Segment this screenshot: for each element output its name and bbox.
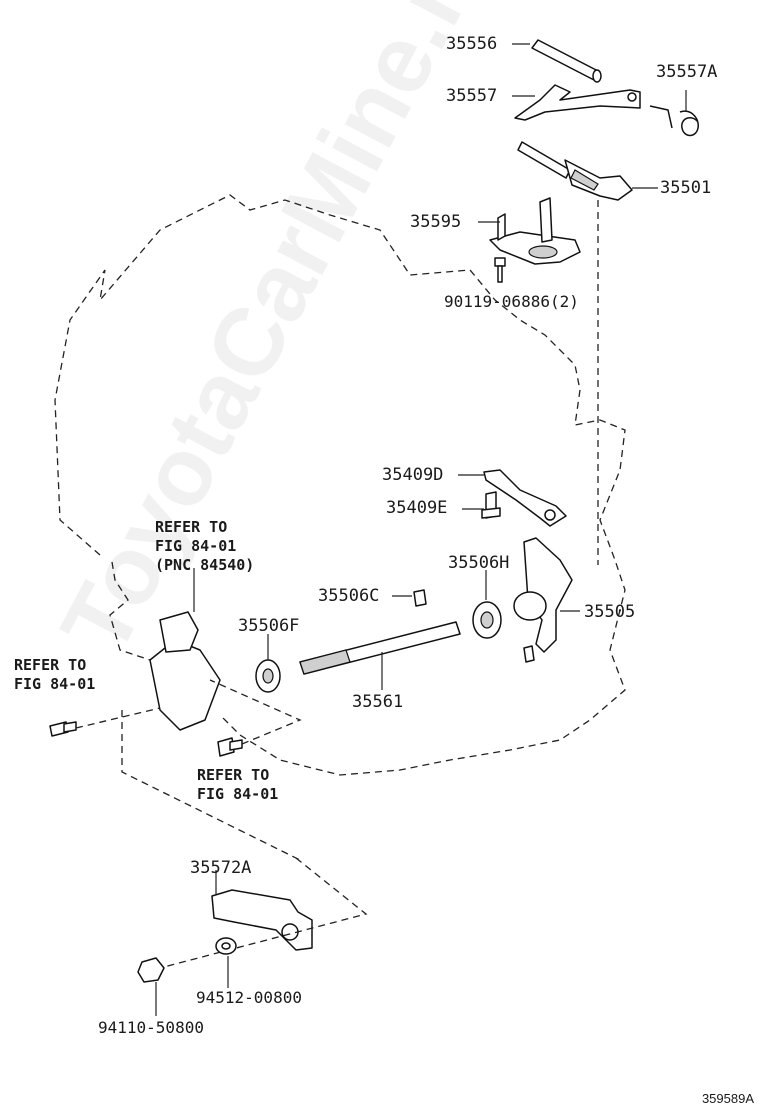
detent-plate-35505 bbox=[513, 537, 573, 663]
figure-number: 359589A bbox=[701, 1091, 754, 1106]
label-94110: 94110-50800 bbox=[98, 1018, 204, 1037]
refer-note-top: REFER TO FIG 84-01 (PNC 84540) bbox=[155, 518, 255, 574]
refer-note-left: REFER TO FIG 84-01 bbox=[14, 656, 96, 693]
label-35561: 35561 bbox=[352, 692, 404, 712]
shaft-35561 bbox=[299, 621, 461, 675]
neutral-start-switch bbox=[149, 568, 221, 731]
spring-35557A bbox=[649, 90, 699, 137]
bolt-90119 bbox=[494, 257, 506, 283]
lever-35557 bbox=[514, 84, 641, 121]
label-35557A: 35557A bbox=[656, 62, 718, 82]
collar-35506H bbox=[472, 601, 502, 639]
label-35409E: 35409E bbox=[386, 498, 448, 518]
label-35506H: 35506H bbox=[448, 553, 510, 573]
bolt-35409E bbox=[481, 491, 501, 519]
washer-94512 bbox=[215, 937, 237, 955]
plate-35409D bbox=[483, 469, 567, 527]
label-35595: 35595 bbox=[410, 212, 462, 232]
label-35557: 35557 bbox=[446, 86, 498, 106]
bracket-35595 bbox=[489, 197, 581, 265]
label-90119: 90119-06886(2) bbox=[444, 292, 579, 311]
pin-35506C bbox=[413, 589, 427, 607]
label-94512: 94512-00800 bbox=[196, 988, 302, 1007]
nut-94110 bbox=[137, 957, 165, 983]
label-35409D: 35409D bbox=[382, 465, 444, 485]
shaft-35501 bbox=[517, 141, 633, 201]
label-35572A: 35572A bbox=[190, 858, 252, 878]
transmission-case-outline bbox=[54, 194, 626, 776]
refer-note-bottom: REFER TO FIG 84-01 bbox=[197, 766, 279, 803]
switch-bolt-left bbox=[49, 721, 77, 737]
oil-seal-35506F bbox=[255, 659, 281, 693]
switch-bolt-right bbox=[217, 737, 243, 757]
pin-35556 bbox=[531, 39, 602, 83]
label-35505: 35505 bbox=[584, 602, 636, 622]
label-35506C: 35506C bbox=[318, 586, 380, 606]
label-35556: 35556 bbox=[446, 34, 498, 54]
label-35501: 35501 bbox=[660, 178, 712, 198]
label-35506F: 35506F bbox=[238, 616, 300, 636]
